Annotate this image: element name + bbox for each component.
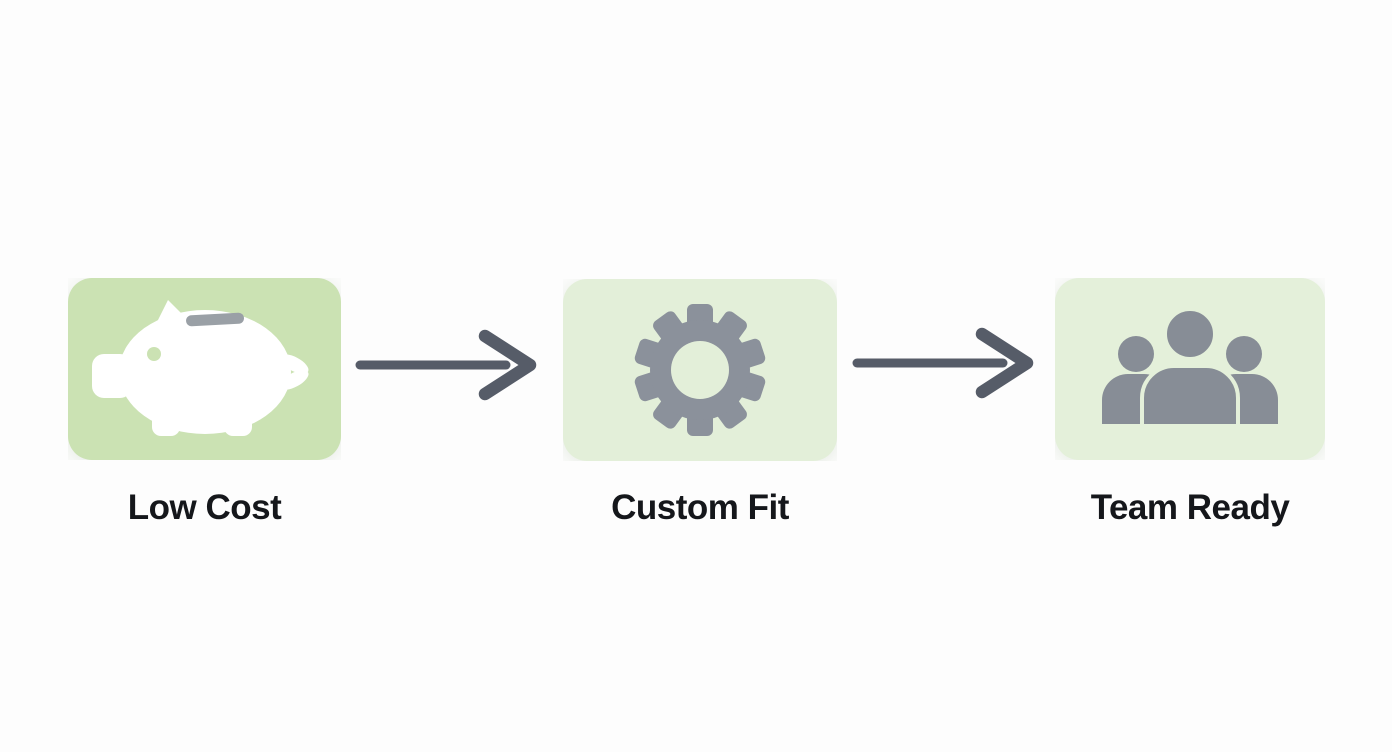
piggy-bank-icon [92,300,309,436]
step-label-custom-fit: Custom Fit [611,488,789,527]
gear-hole [671,341,729,399]
team-ready-box [1055,278,1325,460]
piggy-eye [147,347,161,361]
step-label-low-cost: Low Cost [127,488,282,527]
arrow-right-icon [852,327,1034,399]
gear-icon [634,304,766,436]
team-icon [1102,307,1278,428]
step-label-team-ready: Team Ready [1090,488,1290,527]
arrow-right-icon [355,329,537,401]
coin-slot [186,312,244,327]
custom-fit-box [563,279,837,461]
low-cost-box [68,278,341,460]
